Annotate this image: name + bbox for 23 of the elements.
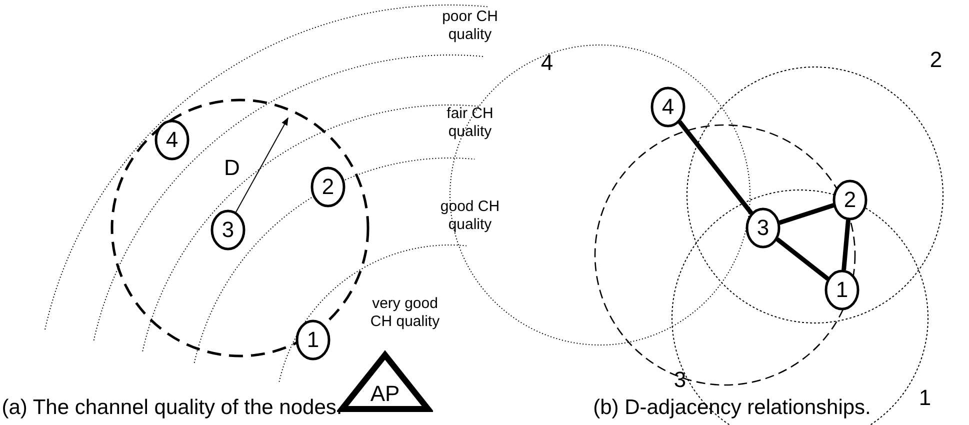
- node-circle: 1: [295, 319, 331, 361]
- node-circle: 2: [310, 166, 346, 208]
- quality-label: fair CH quality: [446, 105, 494, 141]
- connector-line: [842, 220, 850, 270]
- dimension-label: D: [223, 155, 241, 182]
- connector-line: [778, 203, 834, 225]
- circle-label: 1: [918, 385, 932, 412]
- access-point-triangle: AP: [337, 349, 433, 413]
- quality-label: poor CH quality: [441, 8, 499, 44]
- node-circle: 4: [154, 119, 190, 161]
- connector-line: [776, 237, 830, 281]
- quality-label: good CH quality: [439, 198, 501, 234]
- quality-label: very good CH quality: [369, 295, 441, 331]
- node-circle: 4: [650, 86, 686, 128]
- node-circle: 2: [832, 179, 868, 221]
- connector-line: [678, 120, 754, 215]
- node-circle: 1: [824, 269, 860, 311]
- circle-label: 4: [540, 50, 554, 76]
- node-circle: 3: [210, 209, 246, 251]
- circle-label: 2: [928, 47, 944, 74]
- caption: (b) D-adjacency relationships.: [592, 395, 872, 420]
- circle-label: 3: [672, 367, 688, 394]
- node-circle: 3: [745, 207, 781, 249]
